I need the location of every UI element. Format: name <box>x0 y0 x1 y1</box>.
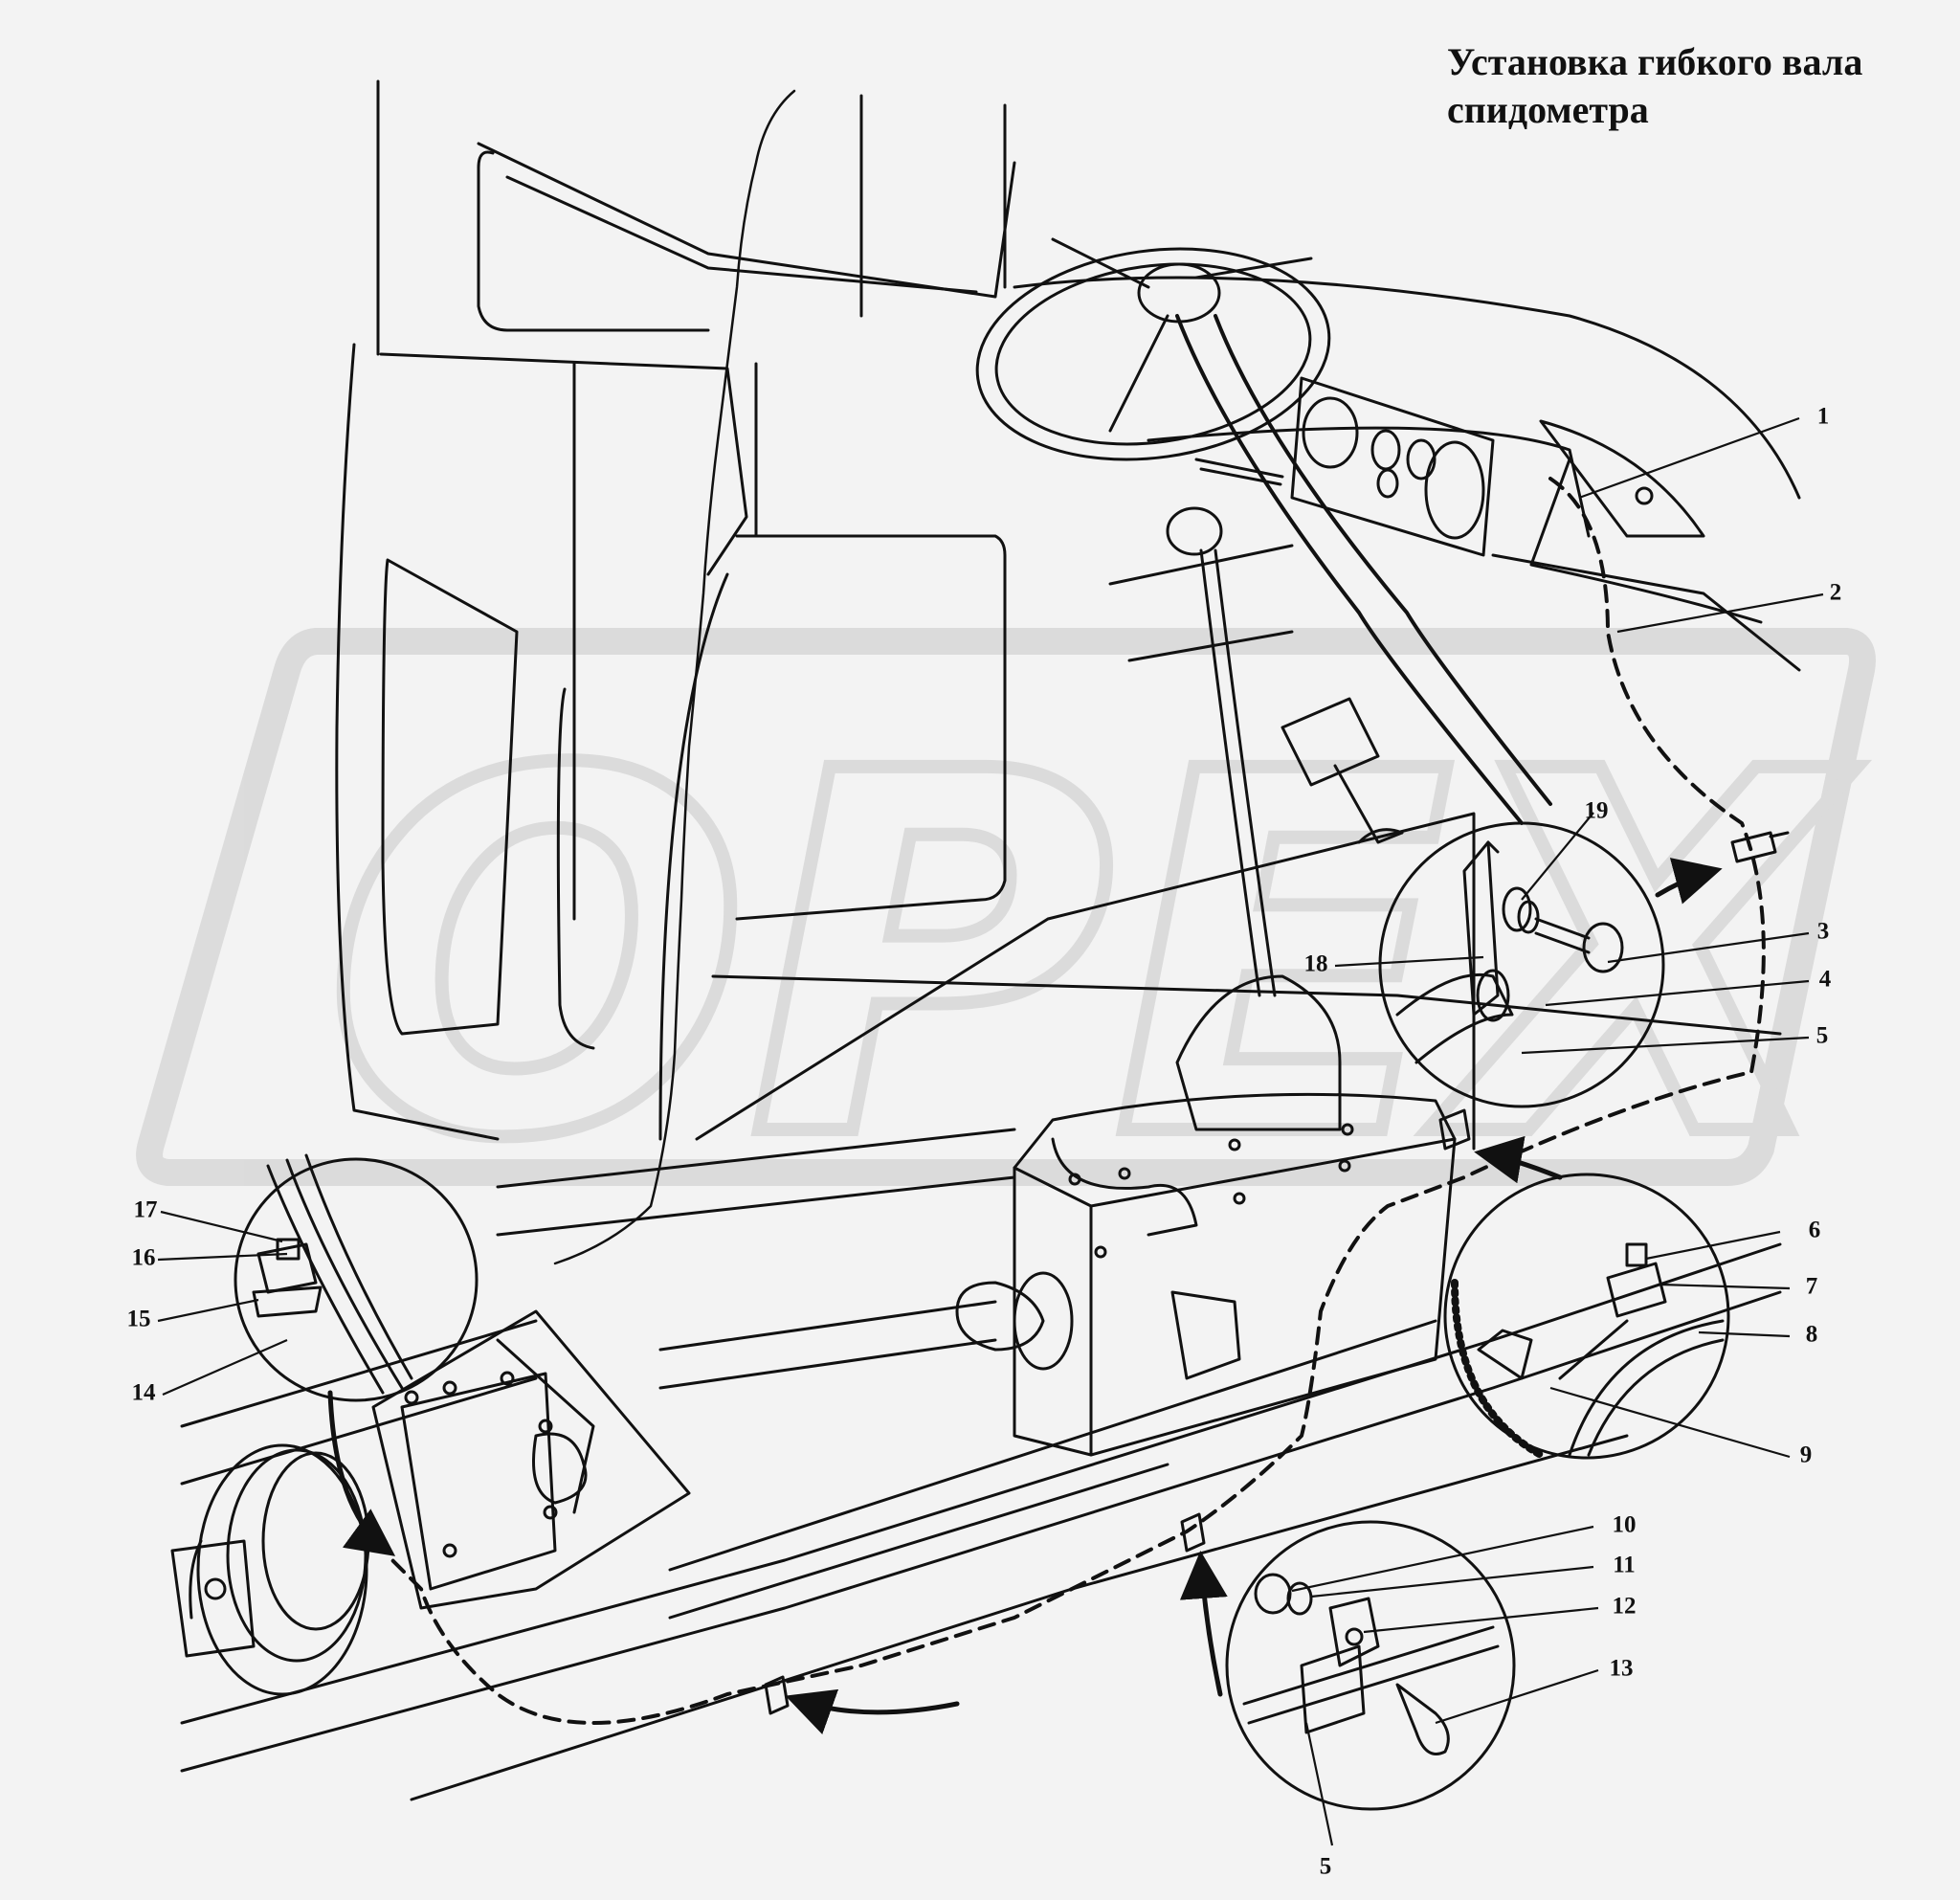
steering-wheel <box>975 237 1552 825</box>
detail-view-right <box>1443 1173 1730 1460</box>
callout-4: 4 <box>1819 967 1832 993</box>
transfer-case <box>371 1309 691 1610</box>
cable-end-fitting <box>1730 831 1790 863</box>
callout-10: 10 <box>1613 1512 1637 1538</box>
callout-leaders <box>157 416 1824 1846</box>
callout-2: 2 <box>1830 580 1842 606</box>
callout-18: 18 <box>1304 951 1328 977</box>
callout-1: 1 <box>1817 404 1830 430</box>
callout-11: 11 <box>1613 1553 1636 1578</box>
detail-view-lower <box>1225 1520 1516 1811</box>
cab-body <box>335 79 1801 1151</box>
callout-15: 15 <box>127 1307 151 1332</box>
instrument-panel <box>1194 376 1705 557</box>
watermark-text: OPEX <box>325 667 1858 1247</box>
pedal <box>1281 697 1404 844</box>
diagram-title: Установка гибкого вала спидометра <box>1447 38 1862 134</box>
detail-view-left <box>234 1153 479 1402</box>
callout-14: 14 <box>132 1380 157 1406</box>
watermark: OPEX <box>136 628 1876 1254</box>
callout-16: 16 <box>132 1245 156 1271</box>
callout-8: 8 <box>1806 1322 1818 1348</box>
pointer-arrows <box>327 858 1723 1734</box>
callout-12: 12 <box>1613 1594 1637 1620</box>
frame-rails <box>180 974 1782 1801</box>
callout-5: 5 <box>1816 1023 1829 1049</box>
callout-5: 5 <box>1320 1854 1332 1880</box>
detail-view-upper <box>1378 821 1665 1108</box>
speedometer-cable <box>390 477 1766 1725</box>
title-line-1: Установка гибкого вала <box>1447 40 1863 83</box>
callout-6: 6 <box>1809 1218 1821 1243</box>
callout-3: 3 <box>1817 919 1830 945</box>
propeller-shaft <box>658 1271 1074 1390</box>
callout-19: 19 <box>1585 798 1609 824</box>
title-line-2: спидометра <box>1447 88 1649 131</box>
callout-17: 17 <box>134 1197 158 1223</box>
callout-9: 9 <box>1800 1442 1813 1468</box>
gear-lever <box>1108 506 1342 1131</box>
wire <box>553 89 796 1265</box>
callout-13: 13 <box>1610 1656 1634 1682</box>
callout-7: 7 <box>1806 1274 1818 1300</box>
brake-drum <box>170 1443 370 1696</box>
